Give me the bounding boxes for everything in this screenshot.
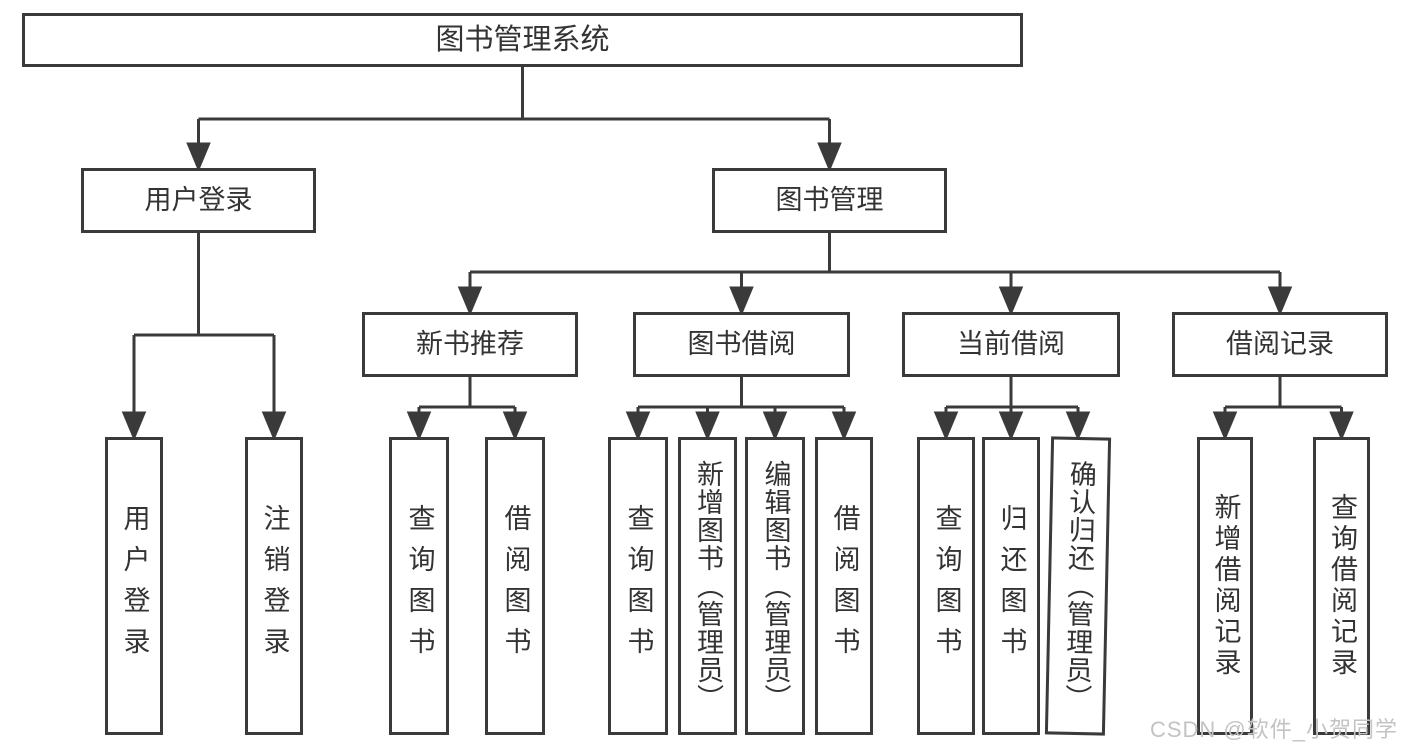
node-label: 归还图书 bbox=[996, 504, 1027, 668]
node-user-login: 用户登录 bbox=[81, 168, 316, 233]
node-label: 查询图书 bbox=[623, 504, 654, 668]
node-library-management-system: 图书管理系统 bbox=[22, 13, 1023, 67]
node-borrowing-records: 借阅记录 bbox=[1172, 312, 1388, 377]
leaf-return-books: 归还图书 bbox=[982, 437, 1040, 735]
leaf-edit-book-admin: 编辑图书（管理员） bbox=[745, 437, 805, 735]
node-label: 图书借阅 bbox=[687, 329, 796, 359]
node-label: 借阅图书 bbox=[500, 504, 531, 668]
node-label: 新增借阅记录 bbox=[1210, 493, 1241, 679]
node-book-borrowing: 图书借阅 bbox=[633, 312, 850, 377]
node-label: 查询图书 bbox=[404, 504, 435, 668]
leaf-query-books-borrow: 查询图书 bbox=[608, 437, 668, 735]
leaf-user-login: 用户登录 bbox=[105, 437, 163, 735]
node-current-borrowing: 当前借阅 bbox=[902, 312, 1120, 377]
node-label: 确认归还（管理员） bbox=[1060, 459, 1097, 713]
node-label: 注销登录 bbox=[259, 504, 290, 668]
node-label: 编辑图书（管理员） bbox=[760, 460, 791, 712]
node-label: 图书管理 bbox=[775, 185, 884, 215]
leaf-add-borrow-record: 新增借阅记录 bbox=[1197, 437, 1253, 735]
node-label: 查询借阅记录 bbox=[1327, 493, 1357, 679]
node-label: 借阅图书 bbox=[829, 504, 860, 668]
node-label: 借阅记录 bbox=[1226, 329, 1334, 359]
leaf-logout: 注销登录 bbox=[245, 437, 303, 735]
leaf-borrow-books-recommend: 借阅图书 bbox=[485, 437, 545, 735]
leaf-query-books-current: 查询图书 bbox=[917, 437, 975, 735]
leaf-confirm-return-admin: 确认归还（管理员） bbox=[1044, 436, 1112, 736]
node-label: 当前借阅 bbox=[957, 329, 1065, 359]
node-label: 查询图书 bbox=[931, 504, 962, 668]
leaf-query-books-recommend: 查询图书 bbox=[389, 437, 449, 735]
node-new-book-recommendation: 新书推荐 bbox=[362, 312, 578, 377]
node-label: 新书推荐 bbox=[416, 329, 524, 359]
leaf-query-borrow-record: 查询借阅记录 bbox=[1313, 437, 1370, 735]
leaf-add-book-admin: 新增图书（管理员） bbox=[678, 437, 737, 735]
node-label: 图书管理系统 bbox=[435, 23, 610, 56]
leaf-borrow-books: 借阅图书 bbox=[815, 437, 873, 735]
node-label: 用户登录 bbox=[119, 504, 150, 668]
csdn-watermark: CSDN @软件_小贺同学 bbox=[1149, 717, 1398, 742]
node-label: 用户登录 bbox=[144, 185, 253, 215]
node-book-management: 图书管理 bbox=[712, 168, 947, 233]
node-label: 新增图书（管理员） bbox=[693, 460, 723, 712]
